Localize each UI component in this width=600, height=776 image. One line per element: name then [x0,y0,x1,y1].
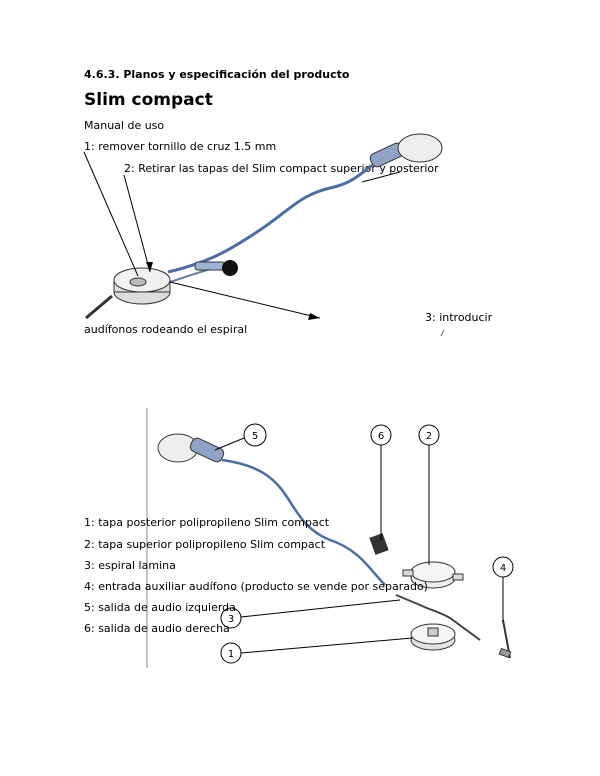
part-4: 4: entrada auxiliar audífono (producto s… [84,580,428,593]
callout-6: 6 [378,431,384,442]
part-1: 1: tapa posterior polipropileno Slim com… [84,516,330,529]
housing-icon [113,267,171,305]
callout-5: 5 [252,431,258,442]
part-5: 5: salida de audio izquierda [84,601,236,614]
manual-step-3-continued: audífonos rodeando el espiral [84,323,248,336]
callout-2: 2 [426,431,432,442]
part-6: 6: salida de audio derecha [84,622,230,635]
part-2: 2: tapa superior polipropileno Slim comp… [84,538,326,551]
callout-3: 3 [228,614,234,625]
product-title: Slim compact [84,90,213,110]
top-cap-icon [402,561,464,589]
earbud-icon [369,133,443,168]
callout-1: 1 [228,649,234,660]
callout-4: 4 [500,563,506,574]
manual-step-3: 3: introducir [425,311,493,324]
part-3: 3: espiral lamina [84,559,176,572]
manual-heading: Manual de uso [84,119,165,132]
manual-step-2: 2: Retirar las tapas del Slim compact su… [124,162,439,175]
section-heading: 4.6.3. Planos y especificación del produ… [84,68,350,81]
bottom-cap-icon [410,623,456,651]
manual-step-1: 1: remover tornillo de cruz 1.5 mm [84,140,277,153]
